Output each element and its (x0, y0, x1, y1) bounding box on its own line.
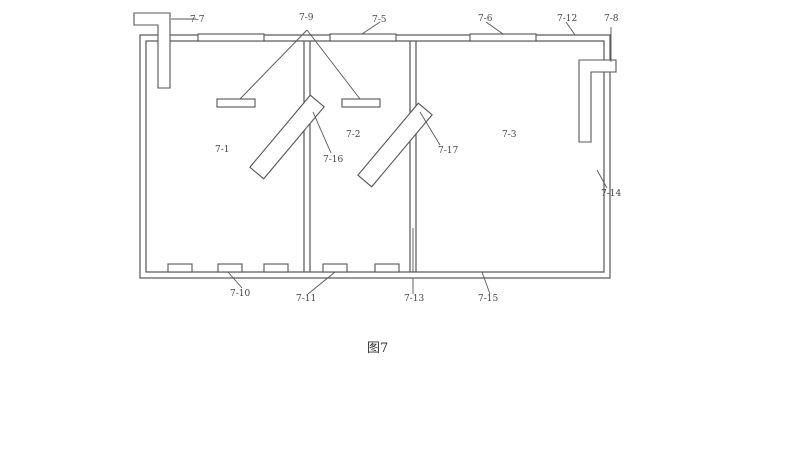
label-7-11: 7-11 (296, 294, 316, 304)
plate-middle (341, 98, 381, 108)
label-7-1: 7-1 (215, 145, 230, 155)
bottom-pipe-b (217, 263, 243, 273)
label-7-7: 7-7 (190, 15, 205, 25)
label-7-14: 7-14 (601, 189, 621, 199)
bottom-pipe-11 (322, 263, 348, 273)
label-7-10: 7-10 (230, 289, 250, 299)
label-7-6: 7-6 (478, 14, 493, 24)
label-7-16: 7-16 (323, 155, 343, 165)
label-7-17: 7-17 (438, 146, 458, 156)
leader-lines (171, 18, 608, 295)
label-7-8: 7-8 (604, 14, 619, 24)
label-7-13: 7-13 (404, 294, 424, 304)
partition-wall-right (409, 41, 417, 272)
bottom-pipe-e (374, 263, 400, 273)
plate-left (216, 98, 256, 108)
label-7-9: 7-9 (299, 13, 314, 23)
label-7-5: 7-5 (372, 15, 387, 25)
label-7-15: 7-15 (478, 294, 498, 304)
label-7-3: 7-3 (502, 130, 517, 140)
baffle-16 (249, 94, 325, 180)
top-pipe-5 (329, 33, 397, 42)
figure-caption: 图7 (367, 341, 388, 356)
label-7-12: 7-12 (557, 14, 577, 24)
labels: 7-7 7-9 7-5 7-6 7-12 7-8 7-1 7-2 7-3 7-1… (190, 13, 621, 304)
bottom-pipe-c (263, 263, 289, 273)
partition-wall-left (303, 41, 311, 272)
top-pipe-a (197, 33, 265, 42)
label-7-2: 7-2 (346, 130, 361, 140)
inlet-pipe (133, 12, 171, 89)
outlet-pipe (578, 27, 617, 143)
top-pipe-6 (469, 33, 537, 42)
baffle-17 (357, 102, 433, 188)
bottom-pipe-a (167, 263, 193, 273)
